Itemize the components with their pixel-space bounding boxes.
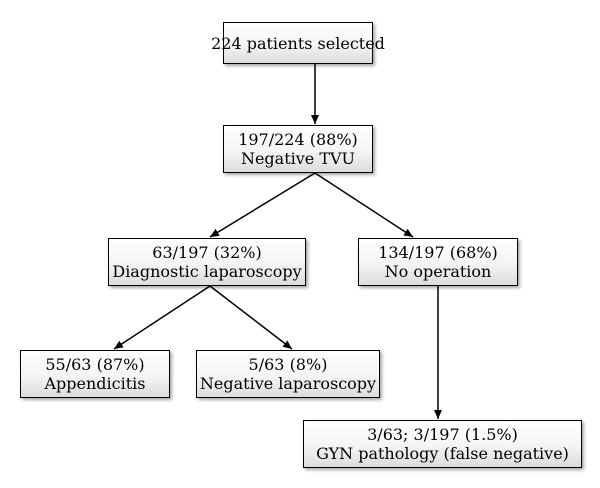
node-negative-laparoscopy: 5/63 (8%) Negative laparoscopy <box>196 350 380 398</box>
node-negative-tvu-label: Negative TVU <box>240 149 356 168</box>
node-patients-selected-text: 224 patients selected <box>211 33 385 53</box>
node-appendicitis-label: Appendicitis <box>44 374 146 393</box>
node-appendicitis: 55/63 (87%) Appendicitis <box>20 350 170 398</box>
node-no-operation-label: No operation <box>384 262 492 281</box>
node-gyn-pathology-count: 3/63; 3/197 (1.5%) <box>367 425 518 444</box>
node-no-operation: 134/197 (68%) No operation <box>358 238 518 286</box>
node-diagnostic-laparoscopy: 63/197 (32%) Diagnostic laparoscopy <box>108 238 306 286</box>
node-negative-laparoscopy-label: Negative laparoscopy <box>199 374 377 393</box>
node-negative-tvu-count: 197/224 (88%) <box>238 130 358 149</box>
node-diagnostic-laparoscopy-count: 63/197 (32%) <box>152 243 262 262</box>
arrow-tvu-to-diagnostic <box>209 172 316 238</box>
node-negative-laparoscopy-count: 5/63 (8%) <box>248 355 328 374</box>
arrow-tvu-to-no-operation <box>314 172 414 238</box>
node-appendicitis-count: 55/63 (87%) <box>45 355 145 374</box>
arrow-diagnostic-to-appendicitis <box>113 285 211 350</box>
node-gyn-pathology-label: GYN pathology (false negative) <box>316 444 569 463</box>
node-diagnostic-laparoscopy-label: Diagnostic laparoscopy <box>112 262 302 281</box>
arrow-diagnostic-to-negative-laparoscopy <box>209 285 293 350</box>
node-patients-selected: 224 patients selected <box>211 22 385 64</box>
node-negative-tvu: 197/224 (88%) Negative TVU <box>223 125 373 173</box>
node-no-operation-count: 134/197 (68%) <box>378 243 498 262</box>
node-gyn-pathology: 3/63; 3/197 (1.5%) GYN pathology (false … <box>303 420 582 468</box>
